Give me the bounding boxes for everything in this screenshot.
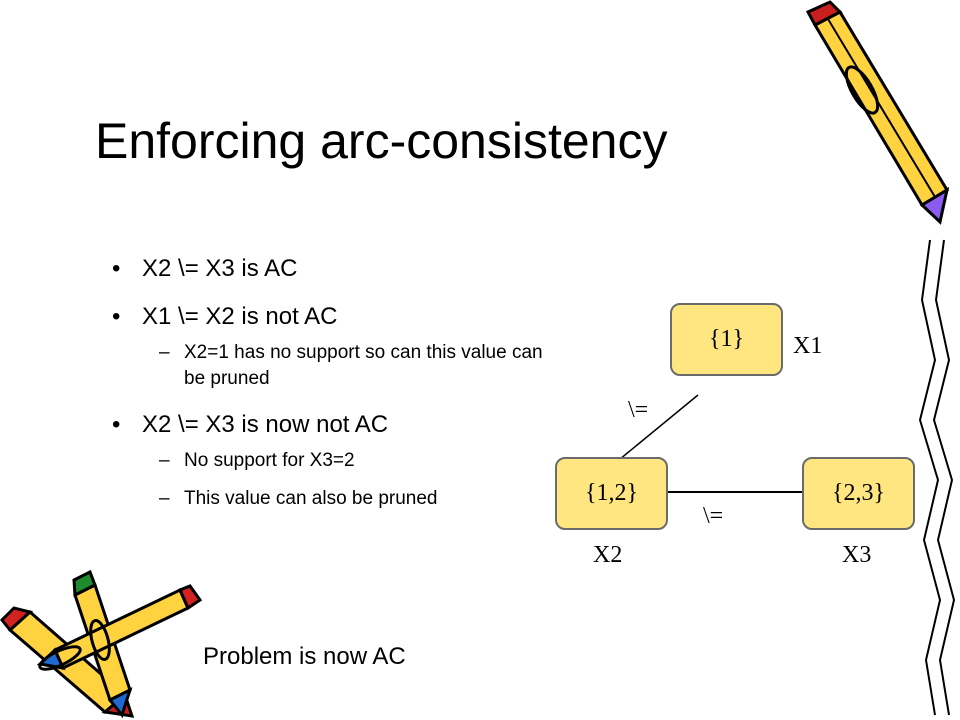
node-x3: {2,3} [802, 457, 915, 530]
edge-x1-x2 [613, 394, 699, 465]
node-x3-label: X3 [842, 542, 872, 568]
bullet-item: • X1 \= X2 is not AC [112, 302, 532, 332]
sub-bullet-icon: – [159, 342, 170, 363]
bullet-text: X2 \= X3 is now not AC [142, 411, 389, 438]
pencils-icon [0, 569, 203, 719]
sub-bullet-item: – This value can also be pruned [112, 486, 484, 512]
bullet-item: • X2 \= X3 is now not AC [112, 410, 532, 440]
footer-text: Problem is now AC [203, 643, 406, 670]
slide-title: Enforcing arc-consistency [95, 113, 668, 169]
sub-bullet-text: This value can also be pruned [184, 488, 438, 509]
sub-bullet-icon: – [159, 488, 170, 509]
bullet-icon: • [112, 255, 121, 282]
sub-bullet-text: X2=1 has no support so can this value ca… [184, 342, 543, 389]
bullet-text: X1 \= X2 is not AC [142, 303, 338, 330]
bullet-icon: • [112, 411, 121, 438]
node-x2: {1,2} [555, 457, 668, 530]
pencil-icon [805, 0, 950, 225]
node-x1-label: X1 [793, 333, 823, 359]
bullet-item: • X2 \= X3 is AC [112, 254, 532, 284]
bullet-icon: • [112, 303, 121, 330]
node-x1: {1} [670, 303, 783, 376]
edge-x2-x3-label: \= [703, 503, 724, 529]
sub-bullet-item: – X2=1 has no support so can this value … [112, 340, 544, 392]
bullet-text: X2 \= X3 is AC [142, 255, 298, 282]
bullet-list: • X2 \= X3 is AC • X1 \= X2 is not AC – … [112, 254, 543, 524]
sub-bullet-text: No support for X3=2 [184, 450, 355, 471]
sub-bullet-icon: – [159, 450, 170, 471]
sub-bullet-item: – No support for X3=2 [112, 448, 532, 474]
node-x2-label: X2 [593, 542, 623, 568]
edge-scribble [918, 239, 956, 716]
edge-x1-x2-label: \= [628, 397, 649, 423]
